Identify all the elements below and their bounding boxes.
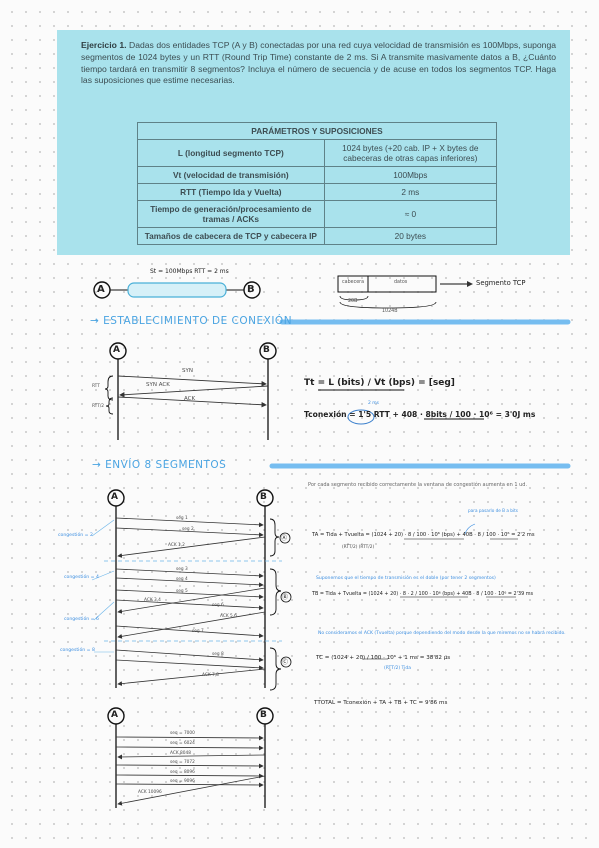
seg-label: seg 1 xyxy=(176,516,188,521)
seg-label: seg 6 xyxy=(212,603,224,608)
seg-label: seg 8 xyxy=(212,652,224,657)
seq-label: seq = 8096 xyxy=(170,770,195,775)
exercise-statement: Ejercicio 1. Dadas dos entidades TCP (A … xyxy=(81,40,556,87)
exercise-card: Ejercicio 1. Dadas dos entidades TCP (A … xyxy=(57,30,570,255)
exercise-text: Dadas dos entidades TCP (A y B) conectad… xyxy=(81,40,557,86)
seq-label: seq = 7072 xyxy=(170,760,195,765)
bits-note: para pasarlo de B a bits xyxy=(468,508,518,513)
synack-label: SYN ACK xyxy=(146,382,170,388)
tb-note: Suponemos que el tiempo de transmisión e… xyxy=(316,576,496,581)
seq-label: ACK 10096 xyxy=(138,790,162,795)
window-note: Por cada segmento recibido correctamente… xyxy=(308,482,528,488)
seq-label: seq = 6024 xyxy=(170,741,195,746)
table-row: L (longitud segmento TCP)1024 bytes (+20… xyxy=(137,139,498,167)
seg-label: seg 2 xyxy=(182,527,194,532)
seg-node-a: A xyxy=(111,492,118,502)
packet-data-label: datos xyxy=(394,280,408,285)
seq-node-a: A xyxy=(111,710,118,720)
seq-node-b: B xyxy=(260,710,267,720)
link-label: St = 100Mbps RTT = 2 ms xyxy=(150,268,229,275)
ack-label: ACK xyxy=(184,396,196,402)
congestion-label: congestión = 4 xyxy=(64,575,99,580)
header-size-label: 20B xyxy=(348,299,358,304)
bracket-c-label: Ⓒ xyxy=(282,659,289,666)
seq-label: seq = 9096 xyxy=(170,779,195,784)
link-cylinder xyxy=(127,282,227,298)
syn-label: SYN xyxy=(182,368,193,374)
tc-note: No consideramos el ACK (Tvuelta) porque … xyxy=(318,631,566,636)
table-row: Tiempo de generación/procesamiento de tr… xyxy=(137,200,498,228)
bracket-b-label: Ⓑ xyxy=(282,594,289,601)
total-size-label: 1024B xyxy=(382,309,398,314)
segment-tcp-label: Segmento TCP xyxy=(476,279,526,287)
seg-label: seg 7 xyxy=(192,629,204,634)
parameters-table: PARÁMETROS Y SUPOSICIONES L (longitud se… xyxy=(137,122,498,245)
seg-label: seg 5 xyxy=(176,589,188,594)
packet-box xyxy=(337,275,437,293)
section-title-segments: → ENVÍO 8 SEGMENTOS xyxy=(92,459,227,471)
table-row: Tamaños de cabecera de TCP y cabecera IP… xyxy=(137,227,498,245)
congestion-label: congestión = 6 xyxy=(64,617,99,622)
bracket-a-label: Ⓐ xyxy=(281,535,288,542)
seg-label: ACK 1,2 xyxy=(168,543,185,548)
table-row: RTT (Tiempo Ida y Vuelta)2 ms xyxy=(137,183,498,201)
tc-formula: TC = (1024 + 20) / 100 · 10⁶ + 1 ms = 38… xyxy=(316,655,451,661)
seg-label: ACK 7,8 xyxy=(202,673,219,678)
node-b-label: B xyxy=(247,284,255,295)
seg-node-b: B xyxy=(260,492,267,502)
congestion-label: congestión = 2 xyxy=(58,533,93,538)
seg-label: seg 3 xyxy=(176,567,188,572)
ta-sub: (RTT/2) (RTT/2) xyxy=(342,545,375,550)
node-a-label: A xyxy=(97,284,105,295)
seq-label: ACK 8048 xyxy=(170,751,191,756)
tt-formula: Tt = L (bits) / Vt (bps) = [seg] xyxy=(304,378,455,388)
two-ms-annotation: 2 ms xyxy=(368,401,380,406)
exercise-title: Ejercicio 1. xyxy=(81,40,127,50)
seq-label: seq = 7000 xyxy=(170,731,195,736)
seg-label: ACK 3,4 xyxy=(144,598,161,603)
congestion-label: congestión = 8 xyxy=(60,648,95,653)
tconexion-formula: Tconexión = 1'5 RTT + 408 · 8bits / 100 … xyxy=(304,410,536,419)
tc-sub: (RTT/2) Tida xyxy=(384,666,412,671)
rtt-half-label: RTT/2 xyxy=(92,404,105,409)
seg-label: ACK 5,6 xyxy=(220,614,237,619)
tb-formula: TB = Tida + Tvuelta = (1024 + 20) · 8 · … xyxy=(312,591,534,597)
section-title-connection: → ESTABLECIMIENTO DE CONEXIÓN xyxy=(90,315,293,327)
total-formula: TTOTAL = Tconexión + TA + TB + TC = 9'86… xyxy=(314,700,448,706)
seg-label: seg 4 xyxy=(176,577,188,582)
conn-node-a: A xyxy=(113,345,120,355)
ta-formula: TA = Tida + Tvuelta = (1024 + 20) · 8 / … xyxy=(312,532,535,538)
conn-node-b: B xyxy=(263,345,270,355)
packet-header-label: cabecera xyxy=(342,280,365,285)
rtt-label: RTT xyxy=(92,384,100,389)
